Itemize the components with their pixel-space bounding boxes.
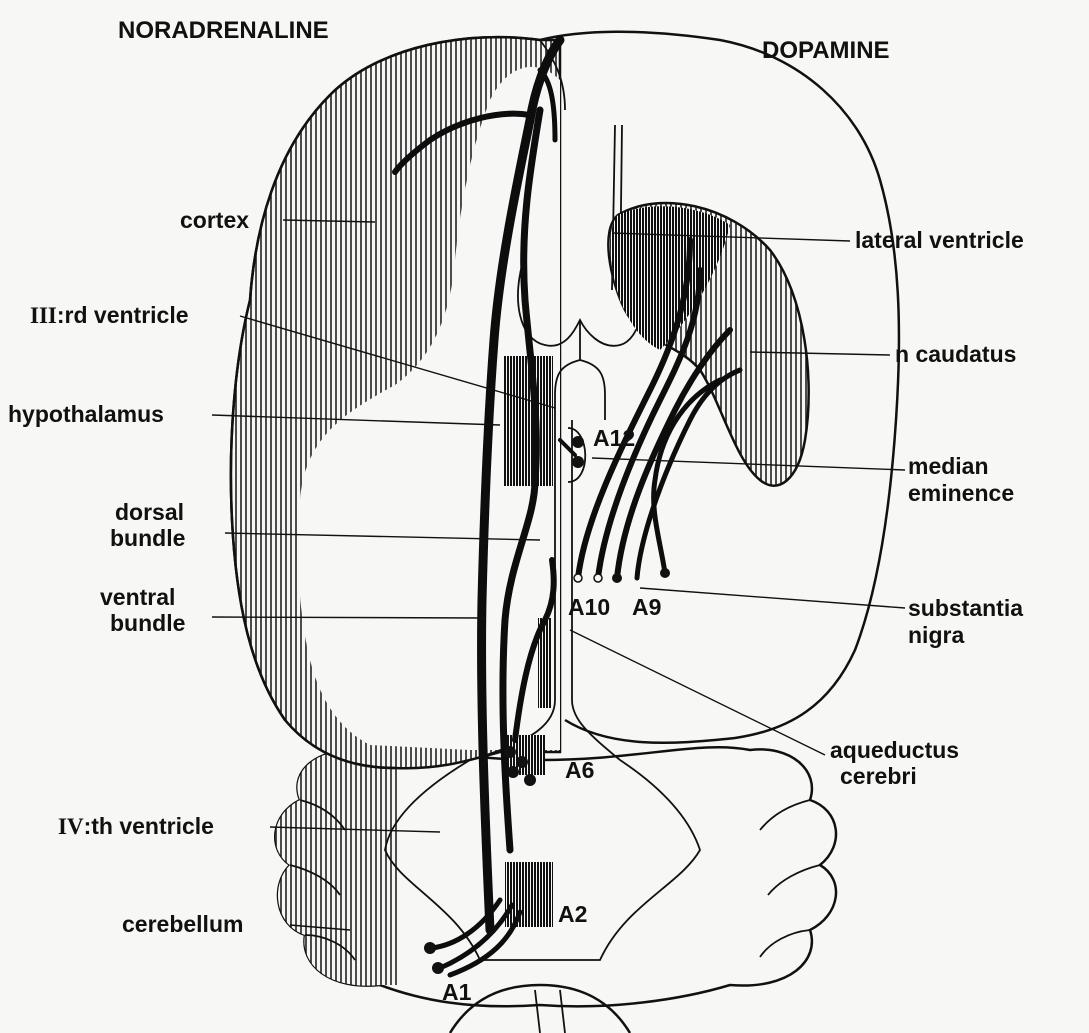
label-cerebellum: cerebellum: [122, 911, 243, 937]
third-ventricle-suffix: :rd ventricle: [57, 302, 189, 328]
label-a10: A10: [568, 594, 610, 620]
label-a6: A6: [565, 757, 594, 783]
label-fourth-ventricle: IV:th ventricle: [58, 813, 214, 839]
hypothalamus-region: [503, 356, 553, 486]
label-a1: A1: [442, 979, 472, 1005]
label-cortex: cortex: [180, 207, 249, 233]
label-a2: A2: [558, 901, 587, 927]
a2-shading: [505, 862, 553, 927]
label-n-caudatus: n caudatus: [895, 341, 1016, 367]
label-a12: A12: [593, 425, 635, 451]
label-median-eminence-line2: eminence: [908, 480, 1014, 506]
third-ventricle-numeral: III: [30, 303, 57, 328]
label-lateral-ventricle: lateral ventricle: [855, 227, 1024, 253]
heading-dopamine: DOPAMINE: [762, 37, 890, 64]
label-substantia-nigra-line2: nigra: [908, 622, 964, 648]
fourth-ventricle-suffix: :th ventricle: [84, 813, 214, 839]
label-ventral-bundle-line2: bundle: [110, 610, 185, 636]
label-median-eminence-line1: median: [908, 453, 989, 479]
heading-noradrenaline: NORADRENALINE: [118, 17, 329, 44]
label-aqueductus-cerebri-line1: aqueductus: [830, 737, 959, 763]
label-hypothalamus: hypothalamus: [8, 401, 164, 427]
label-substantia-nigra-line1: substantia: [908, 595, 1023, 621]
fourth-ventricle-numeral: IV: [58, 814, 84, 839]
label-dorsal-bundle-line1: dorsal: [115, 499, 184, 525]
label-aqueductus-cerebri-line2: cerebri: [840, 763, 917, 789]
label-a9: A9: [632, 594, 661, 620]
label-third-ventricle: III:rd ventricle: [30, 302, 189, 328]
label-ventral-bundle-line1: ventral: [100, 584, 175, 610]
cerebellum-shape: [275, 747, 836, 1033]
label-dorsal-bundle-line2: bundle: [110, 525, 185, 551]
